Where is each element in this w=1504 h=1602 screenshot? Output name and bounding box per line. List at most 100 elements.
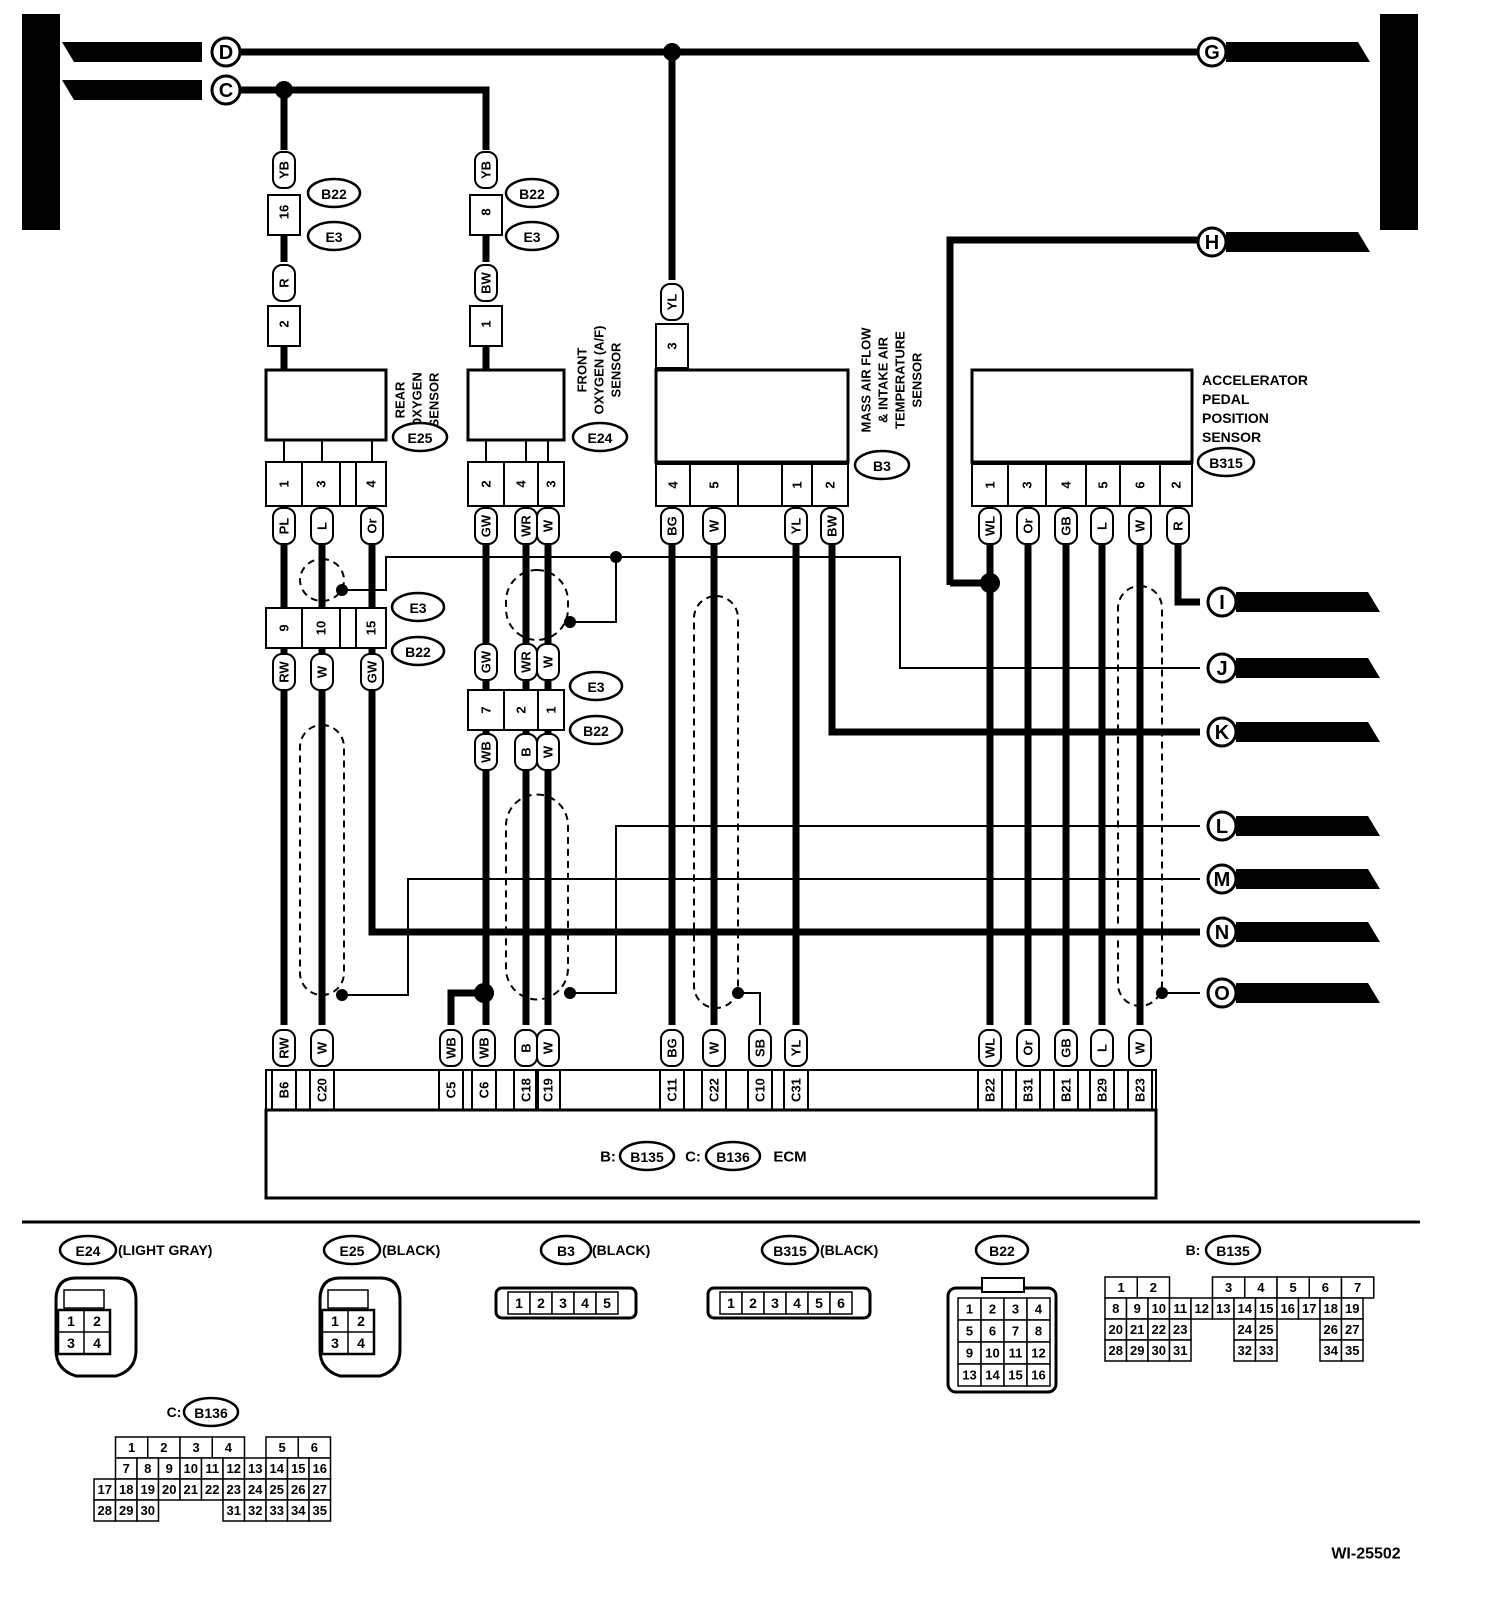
legend-b22-pin: 13 <box>962 1368 976 1383</box>
legend-b136-pin: 30 <box>141 1503 155 1518</box>
ecm-terminal: B6 <box>277 1082 292 1099</box>
legend-b3-code-oval <box>539 1234 593 1266</box>
legend-b135-pin: 26 <box>1324 1322 1338 1337</box>
legend-b136-pin: 1 <box>128 1440 135 1455</box>
maf-name: SENSOR <box>910 352 925 408</box>
rear-o2-code-oval <box>391 421 449 453</box>
legend-b135-pin: 19 <box>1345 1301 1359 1316</box>
wire-color-gw: GW <box>365 660 380 683</box>
legend-e24-pin: 1 <box>67 1313 75 1329</box>
rear-joint-strip <box>265 607 387 649</box>
ecm-wire-color: RW <box>277 1037 292 1059</box>
rear-o2-name: SENSOR <box>427 372 442 428</box>
edge-ref-h: E/G(TB)-10 <box>1236 234 1314 251</box>
legend-b135-pin: 25 <box>1259 1322 1273 1337</box>
wire-color-front-yb-pill <box>474 151 498 189</box>
wire-color-mid-w-pill <box>536 643 560 681</box>
legend-b135-pin: 22 <box>1152 1322 1166 1337</box>
legend-b136-pin: 19 <box>141 1482 155 1497</box>
legend-b135-pin: 3 <box>1225 1280 1232 1295</box>
legend-b136-pin: 21 <box>184 1482 198 1497</box>
legend-b135-pin: 9 <box>1134 1301 1141 1316</box>
edge-ref-i-flag <box>1236 592 1380 612</box>
legend-b136-pin: 32 <box>248 1503 262 1518</box>
ecm-wire-color-pill <box>1090 1029 1114 1067</box>
wire-wb-c5 <box>447 989 484 1025</box>
legend-b135-pin: 2 <box>1150 1280 1157 1295</box>
legend-b135-pin: 6 <box>1322 1280 1329 1295</box>
edge-ref-o-flag <box>1236 983 1380 1003</box>
legend-b22-pin: 14 <box>985 1368 1000 1383</box>
app-sensor-pin: 6 <box>1133 481 1148 488</box>
wire-color-w-pill <box>310 653 334 691</box>
maf-code-oval <box>853 449 911 481</box>
ecm-c-code-oval <box>704 1140 762 1172</box>
ecm-terminal: C11 <box>665 1078 680 1101</box>
edge-letter-n: N <box>1215 922 1229 944</box>
ecm-terminal: B23 <box>1133 1078 1148 1102</box>
legend-b135-pin: 32 <box>1238 1343 1252 1358</box>
legend-b22-code-oval <box>974 1234 1030 1266</box>
edge-letter-k: K <box>1215 722 1230 744</box>
ecm-wire-color: W <box>1133 1041 1148 1054</box>
wire-color-mid-gw-pill <box>474 643 498 681</box>
app-sensor-pin: 4 <box>1059 481 1074 489</box>
legend-b135-pin: 8 <box>1112 1301 1119 1316</box>
legend-b135-pin: 17 <box>1302 1301 1316 1316</box>
ecm-c-prefix: C: <box>685 1149 701 1166</box>
rear-b22-label-oval <box>306 177 362 209</box>
wire-color-rear-r: R <box>277 278 292 288</box>
front-o2-code: E24 <box>588 430 613 446</box>
legend-e24-pin: 2 <box>93 1313 101 1329</box>
legend-b315-pin: 6 <box>837 1295 845 1311</box>
legend-e25-pin: 4 <box>357 1335 365 1351</box>
legend-b136-pin: 20 <box>162 1482 176 1497</box>
wire-color-maf-yl2-pill <box>784 507 808 545</box>
edge-ref-g: E/G(TB)-08 <box>1236 44 1314 61</box>
legend-b135-pin: 27 <box>1345 1322 1359 1337</box>
wire-color-or-pill <box>360 507 384 545</box>
ecm-wire-color: GB <box>1059 1038 1074 1058</box>
edge-ref-j: E/G(TB)-13 <box>1246 660 1324 677</box>
legend-b136-pin: 4 <box>225 1440 233 1455</box>
front-sensor-top-pin-box <box>469 305 503 347</box>
edge-letter-h: H <box>1205 232 1219 254</box>
edge-letter-j: J <box>1216 658 1227 680</box>
wire-color-maf-yl: YL <box>665 294 680 311</box>
ecm-terminal: C31 <box>789 1078 804 1102</box>
legend-b136-pin: 18 <box>119 1482 133 1497</box>
wire-color-maf-w: W <box>707 519 722 532</box>
app-code-oval <box>1196 446 1256 478</box>
ecm-wire-color-pill <box>660 1029 684 1067</box>
edge-letter-c: C <box>219 80 233 102</box>
legend-b3-pin: 2 <box>537 1295 545 1311</box>
wire-color-bg-pill <box>660 507 684 545</box>
legend-e25-pin: 1 <box>331 1313 339 1329</box>
wire-color-l: L <box>315 522 330 530</box>
legend-b315-pin: 1 <box>727 1295 735 1311</box>
ecm-wire-color-pill <box>748 1029 772 1067</box>
rear-joint-pin: 15 <box>364 621 379 635</box>
legend-b22-pin: 3 <box>1012 1302 1019 1317</box>
edge-ref-c: E/G(TB)-05 <box>116 82 194 99</box>
figure-id: WI-25502 <box>1331 1546 1400 1563</box>
app-sensor-pin: 1 <box>983 481 998 488</box>
ecm-terminal-strip <box>265 1069 1157 1111</box>
edge-letter-l: L <box>1216 816 1228 838</box>
edge-ref-j-flag <box>1236 658 1380 678</box>
ecm-wire-color-pill <box>1054 1029 1078 1067</box>
legend-e24-latch <box>63 1289 105 1309</box>
legend-b22-pin: 9 <box>966 1346 973 1361</box>
legend-b135-code: B135 <box>1216 1243 1250 1259</box>
legend-e25-code: E25 <box>340 1243 365 1259</box>
wire-color-maf-w-pill <box>702 507 726 545</box>
ecm-b-code-oval <box>618 1140 676 1172</box>
app-name: POSITION <box>1202 410 1269 426</box>
legend-b3-pin: 3 <box>559 1295 567 1311</box>
legend-b135-pin: 12 <box>1195 1301 1209 1316</box>
front-sensor-pin: 4 <box>514 480 529 488</box>
legend-b136-pin: 13 <box>248 1461 262 1476</box>
legend-b3-pin: 4 <box>581 1295 589 1311</box>
edge-ref-i: E/G(TB)-09 <box>1246 594 1324 611</box>
ecm-terminal: B22 <box>983 1078 998 1102</box>
